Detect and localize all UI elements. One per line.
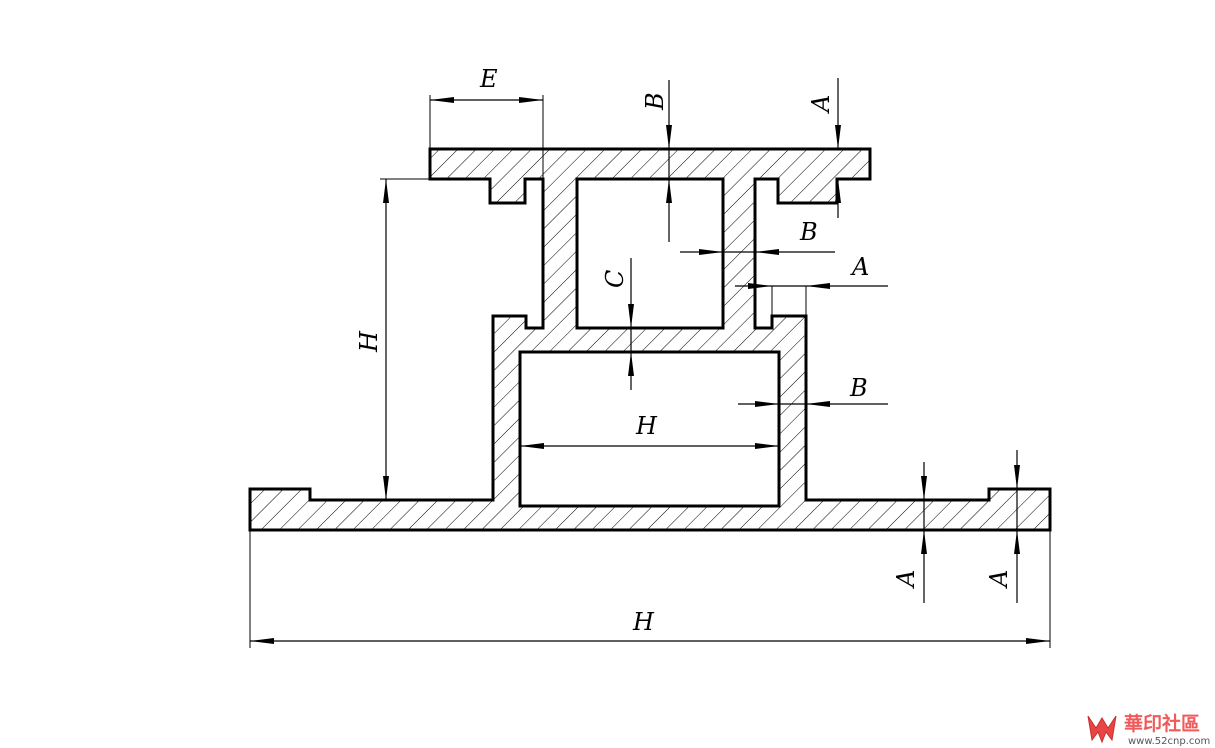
watermark-url: www.52cnp.com [1128,736,1210,747]
label-A-bottom-left: A [892,570,920,589]
label-H-inner: H [635,412,658,440]
label-E: E [479,65,498,93]
watermark: 華印社區 www.52cnp.com [1087,712,1210,747]
dimension-lines [250,78,1050,644]
label-B-top: B [641,92,669,111]
label-A-bottom-right: A [985,570,1013,589]
watermark-text: 華印社區 [1124,712,1200,735]
label-B-web: B [799,218,818,246]
watermark-logo-icon [1087,715,1117,744]
label-H-bottom: H [632,608,655,636]
label-A-top: A [807,95,835,114]
label-A-gap: A [850,253,869,281]
label-C: C [601,270,629,288]
label-B-wall: B [849,374,868,402]
label-H-left: H [355,330,383,353]
